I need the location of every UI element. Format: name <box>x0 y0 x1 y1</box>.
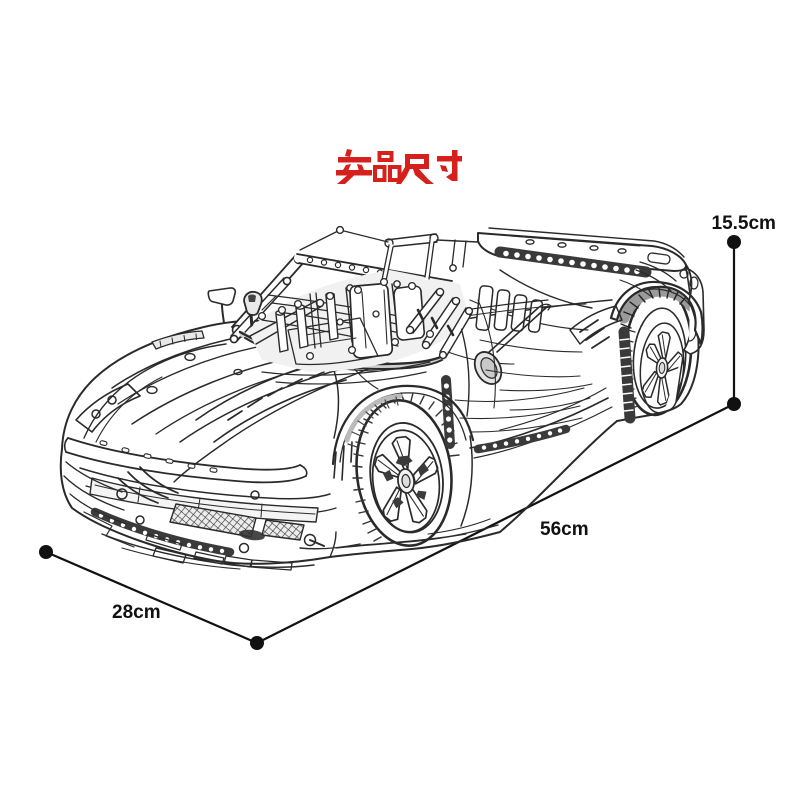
svg-text:56cm: 56cm <box>540 519 589 540</box>
svg-text:28cm: 28cm <box>112 602 161 623</box>
svg-text:15.5cm: 15.5cm <box>712 213 776 234</box>
